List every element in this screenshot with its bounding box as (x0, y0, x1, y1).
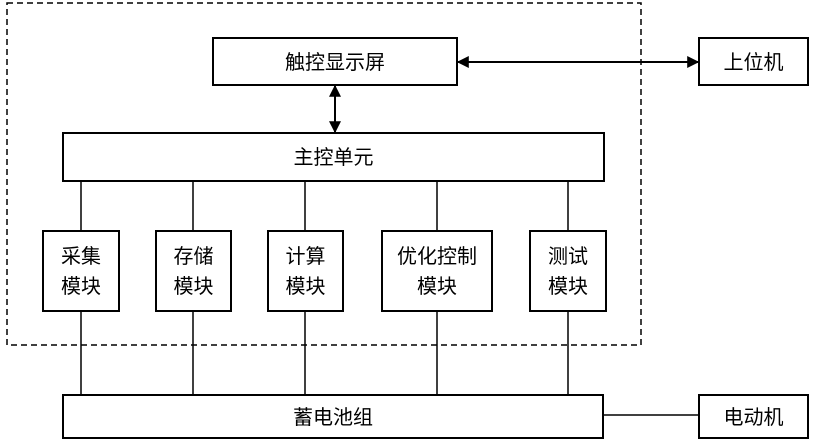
module-label-line2: 模块 (548, 271, 588, 301)
module-box-testing: 测试 模块 (529, 230, 607, 312)
touch-screen-label: 触控显示屏 (285, 47, 385, 77)
host-computer-box: 上位机 (698, 37, 809, 86)
battery-pack-label: 蓄电池组 (293, 402, 373, 432)
module-box-optimization-control: 优化控制 模块 (381, 230, 493, 312)
module-box-calculation: 计算 模块 (267, 230, 344, 312)
module-label-line2: 模块 (174, 271, 214, 301)
module-label-line2: 模块 (61, 271, 101, 301)
battery-pack-box: 蓄电池组 (62, 394, 604, 439)
motor-label: 电动机 (724, 402, 784, 432)
module-label-line1: 存储 (174, 241, 214, 271)
module-label-line2: 模块 (397, 271, 477, 301)
host-computer-label: 上位机 (724, 47, 784, 77)
module-label-line1: 计算 (286, 241, 326, 271)
module-label-line1: 测试 (548, 241, 588, 271)
main-control-unit-label: 主控单元 (294, 142, 374, 172)
module-box-storage: 存储 模块 (155, 230, 232, 312)
touch-screen-box: 触控显示屏 (212, 37, 458, 86)
module-label-line2: 模块 (286, 271, 326, 301)
module-label-line1: 优化控制 (397, 241, 477, 271)
motor-box: 电动机 (698, 394, 809, 439)
module-box-acquisition: 采集 模块 (42, 230, 120, 312)
module-label-line1: 采集 (61, 241, 101, 271)
main-control-unit-box: 主控单元 (62, 132, 605, 182)
